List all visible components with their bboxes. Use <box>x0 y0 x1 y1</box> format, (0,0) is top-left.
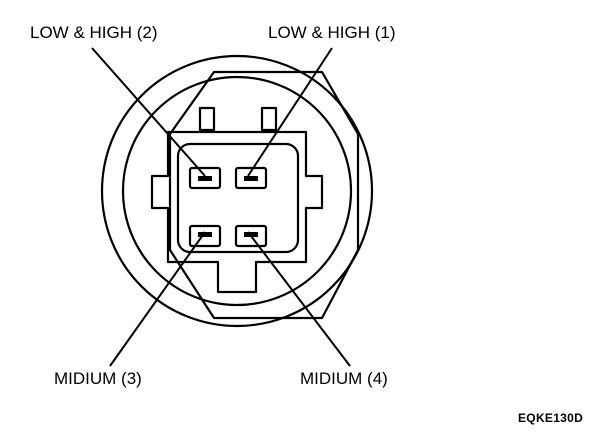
pin-socket-3 <box>188 224 222 248</box>
pin-1 <box>244 176 258 181</box>
connector-frame <box>176 142 300 254</box>
label-midium-3: MIDIUM (3) <box>54 369 142 388</box>
leader-line-4 <box>247 231 351 367</box>
leader-line-2 <box>91 47 206 177</box>
connector-housing <box>150 130 324 294</box>
inner-ring <box>121 75 353 307</box>
pin-socket-1 <box>234 166 268 190</box>
pin-socket-2 <box>188 166 222 190</box>
leader-line-3 <box>109 231 206 367</box>
pin-2 <box>198 176 212 181</box>
outer-flange <box>100 54 374 328</box>
label-low-high-1: LOW & HIGH (1) <box>268 23 396 42</box>
top-peg-right <box>260 106 278 132</box>
figure-code: EQKE130D <box>518 411 584 425</box>
leader-line-1 <box>247 47 333 177</box>
label-low-high-2: LOW & HIGH (2) <box>30 23 158 42</box>
pin-socket-4 <box>234 224 268 248</box>
pin-3 <box>198 232 212 237</box>
hex-body <box>168 70 360 320</box>
top-peg-left <box>198 106 216 132</box>
label-midium-4: MIDIUM (4) <box>300 369 388 388</box>
